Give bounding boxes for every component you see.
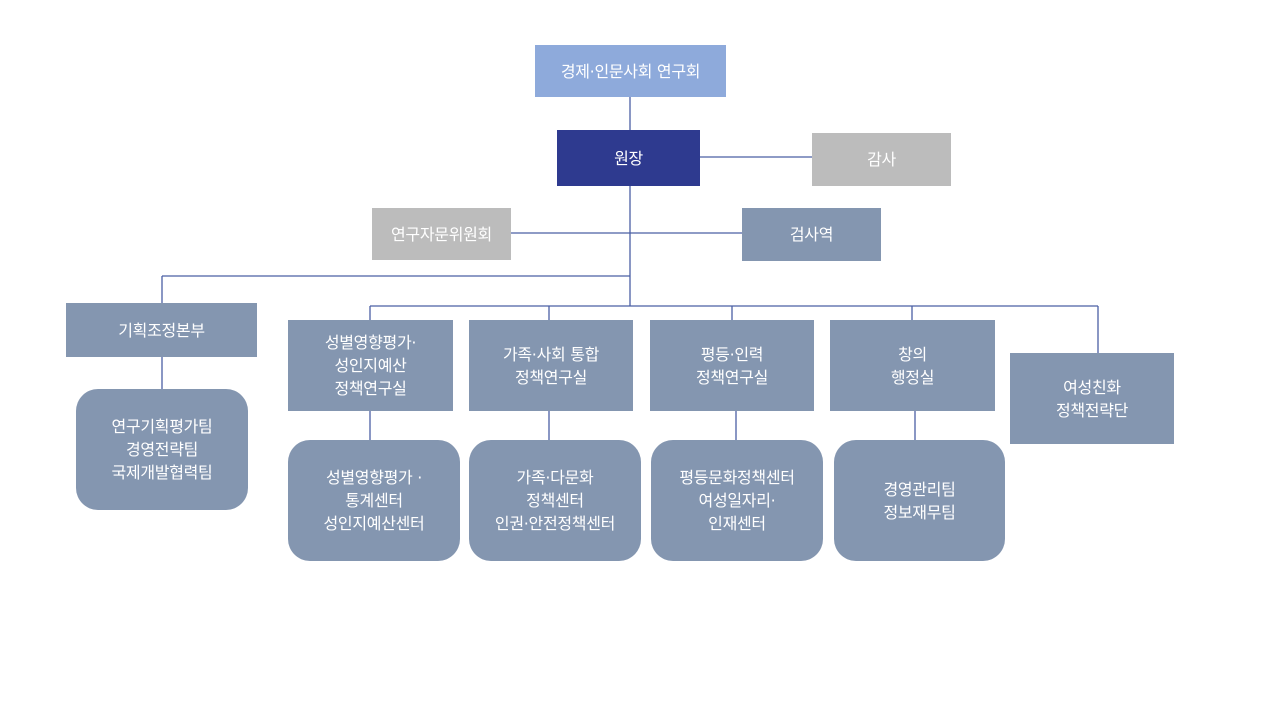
advisory-committee-box: 연구자문위원회 bbox=[372, 208, 511, 260]
president-box: 원장 bbox=[557, 130, 700, 186]
inspector-box: 검사역 bbox=[742, 208, 881, 261]
gender-centers-box: 성별영향평가 · 통계센터 성인지예산센터 bbox=[288, 440, 460, 561]
admin-office-box: 창의 행정실 bbox=[830, 320, 995, 411]
council-box: 경제·인문사회 연구회 bbox=[535, 45, 726, 97]
planning-teams-box: 연구기획평가팀 경영전략팀 국제개발협력팀 bbox=[76, 389, 248, 510]
gender-office-box: 성별영향평가· 성인지예산 정책연구실 bbox=[288, 320, 453, 411]
equality-centers-box: 평등문화정책센터 여성일자리· 인재센터 bbox=[651, 440, 823, 561]
family-centers-box: 가족·다문화 정책센터 인권·안전정책센터 bbox=[469, 440, 641, 561]
family-office-box: 가족·사회 통합 정책연구실 bbox=[469, 320, 633, 411]
admin-teams-box: 경영관리팀 정보재무팀 bbox=[834, 440, 1005, 561]
planning-hq-box: 기획조정본부 bbox=[66, 303, 257, 357]
women-friendly-strategy-box: 여성친화 정책전략단 bbox=[1010, 353, 1174, 444]
audit-box: 감사 bbox=[812, 133, 951, 186]
equality-office-box: 평등·인력 정책연구실 bbox=[650, 320, 814, 411]
